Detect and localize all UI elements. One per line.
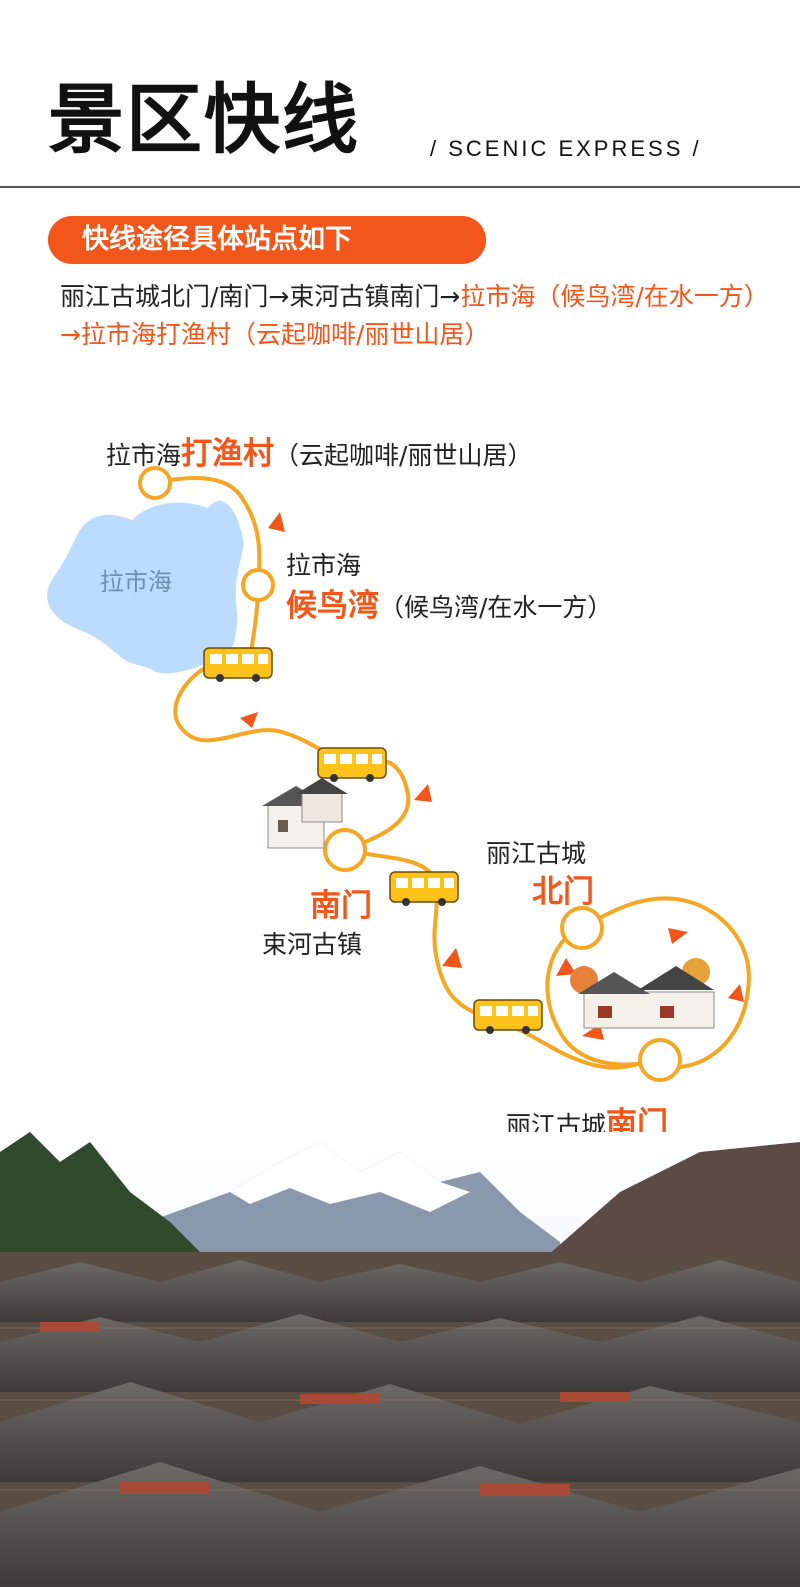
stop-houniao-label: 候鸟湾（候鸟湾/在水一方） <box>286 580 612 625</box>
route-line-lake <box>153 476 262 662</box>
stop-dayu-name: 打渔村 <box>181 436 275 472</box>
lake-label-text: 拉市海 <box>100 568 172 596</box>
stop-dayu-prefix: 拉市海 <box>106 441 182 470</box>
route-plain: 丽江古城北门/南门→束河古镇南门→ <box>60 282 461 311</box>
stop-shuhe-place: 束河古镇 <box>262 930 363 959</box>
bus-icon <box>203 647 273 682</box>
bus-icon <box>389 871 459 906</box>
page-title: 景区快线 <box>48 75 360 164</box>
direction-arrow-icon <box>240 712 258 728</box>
stop-dayu-label: 拉市海打渔村（云起咖啡/丽世山居） <box>106 428 532 473</box>
direction-arrow-icon <box>728 984 744 1002</box>
house-illustration <box>262 778 348 849</box>
page-subtitle: / SCENIC EXPRESS / <box>430 136 702 161</box>
route-map: 拉市海 <box>47 466 751 1082</box>
route-description: 丽江古城北门/南门→束河古镇南门→拉市海（候鸟湾/在水一方）→拉市海打渔村（云起… <box>60 278 780 354</box>
stop-north-prefix: 丽江古城 <box>486 839 587 868</box>
stop-north-name: 北门 <box>532 874 594 910</box>
direction-arrow-icon <box>414 784 432 802</box>
stop-marker-icon <box>638 1038 682 1082</box>
bus-icon <box>317 747 387 782</box>
house-illustration <box>570 958 715 1029</box>
bus-icon <box>473 999 543 1034</box>
stop-marker-icon <box>241 568 275 602</box>
header-divider <box>0 186 800 188</box>
tree-line <box>0 1132 200 1272</box>
snow-mountain <box>120 1142 560 1272</box>
stop-houniao-prefix: 拉市海 <box>286 551 362 580</box>
stop-marker-icon <box>323 828 367 872</box>
stop-marker-icon <box>560 906 604 950</box>
landscape-illustration <box>0 1132 800 1587</box>
stops-heading-pill: 快线途径具体站点如下 <box>48 216 486 264</box>
direction-arrow-icon <box>668 928 688 944</box>
stop-houniao-note: （候鸟湾/在水一方） <box>379 593 613 622</box>
route-loop <box>545 896 751 1070</box>
stop-marker-icon <box>138 466 172 500</box>
route-line-west <box>173 661 354 766</box>
stop-houniao-name: 候鸟湾 <box>286 588 379 624</box>
direction-arrow-icon <box>442 948 462 968</box>
route-highlight: 拉市海（候鸟湾/在水一方）→拉市海打渔村（云起咖啡/丽世山居） <box>60 282 769 349</box>
direction-arrow-icon <box>268 512 285 532</box>
stop-dayu-note: （云起咖啡/丽世山居） <box>274 441 533 470</box>
stop-shuhe-name: 南门 <box>310 888 372 924</box>
direction-arrow-icon <box>556 958 576 976</box>
lake-shape <box>47 500 244 674</box>
route-line-south <box>343 848 482 1017</box>
